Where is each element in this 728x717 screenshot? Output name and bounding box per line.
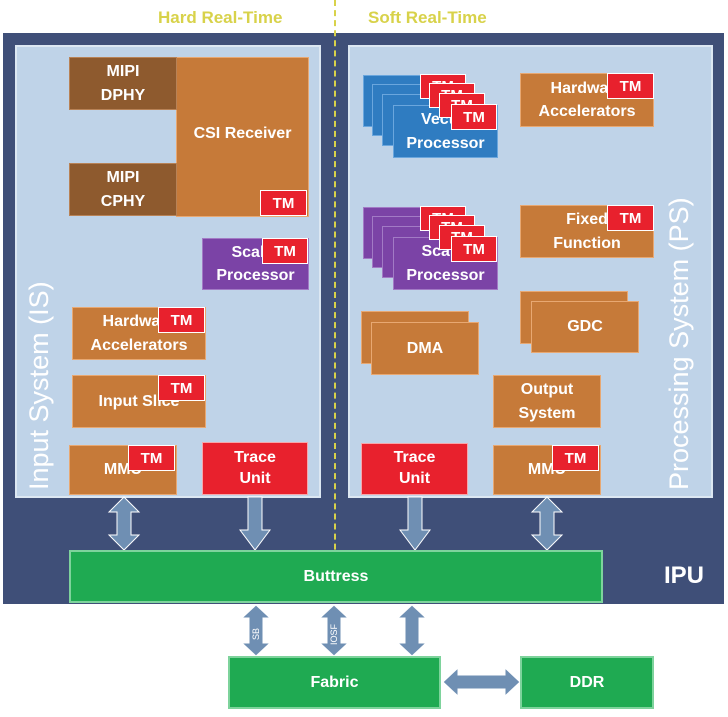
ps-trace-buttress-arrow [399, 496, 431, 551]
is-trace-unit: Trace Unit [202, 442, 308, 495]
gdc: GDC [531, 301, 639, 353]
fabric-ddr-arrow [442, 666, 521, 698]
dma: DMA [371, 322, 479, 375]
is-hw-accelerators: Hardware Accelerators [72, 307, 206, 360]
buttress-fabric-arrow [396, 604, 428, 657]
mipi-dphy: MIPI DPHY [69, 57, 177, 110]
sb-label: SB [251, 628, 261, 640]
vector-processor-tm: TM [451, 104, 497, 130]
ps-scalar-processor-tm: TM [451, 236, 497, 262]
mipi-cphy: MIPI CPHY [69, 163, 177, 216]
ps-mmu-buttress-arrow [530, 496, 564, 551]
input-slice-tm: TM [158, 375, 205, 401]
is-hw-accelerators-tm: TM [158, 307, 205, 333]
ddr: DDR [520, 656, 654, 709]
realtime-divider [334, 0, 336, 600]
ps-mmu-tm: TM [552, 445, 599, 471]
fixed-function-tm: TM [607, 205, 654, 231]
is-mmu-tm: TM [128, 445, 175, 471]
ipu-label: IPU [664, 562, 705, 589]
iosf-label: IOSF [329, 623, 339, 645]
buttress: Buttress [69, 550, 603, 603]
hard-realtime-label: Hard Real-Time [158, 8, 283, 27]
ps-trace-unit: Trace Unit [361, 443, 468, 495]
csi-receiver-label: CSI Receiver [193, 125, 292, 143]
soft-realtime-label: Soft Real-Time [368, 8, 487, 27]
is-mmu-buttress-arrow [107, 496, 141, 551]
fabric: Fabric [228, 656, 441, 709]
output-system: Output System [493, 375, 601, 428]
is-scalar-processor-tm: TM [262, 238, 308, 264]
ps-hw-accelerators-tm: TM [607, 73, 654, 99]
is-trace-buttress-arrow [239, 496, 271, 551]
csi-receiver-tm: TM [260, 190, 307, 216]
